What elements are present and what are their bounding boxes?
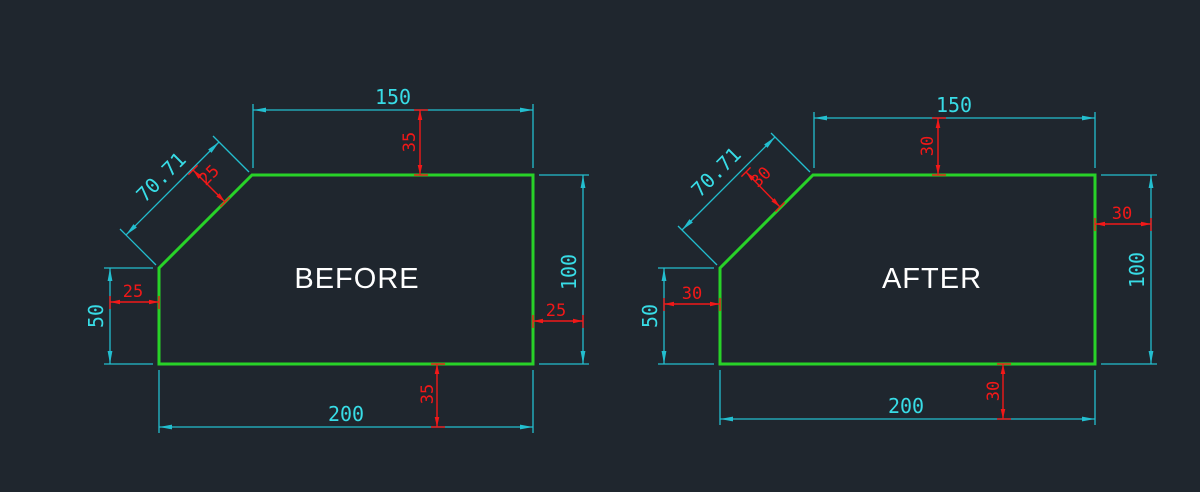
after-dim-right-height[interactable]: 100 bbox=[1101, 174, 1157, 365]
offset-tick[interactable] bbox=[774, 201, 786, 213]
before-label[interactable]: BEFORE bbox=[294, 263, 419, 295]
dimension-extension-line[interactable] bbox=[770, 132, 811, 173]
after-offset-bottom-value[interactable]: 30 bbox=[984, 381, 1004, 401]
offset-dimension-line[interactable] bbox=[192, 169, 226, 203]
before-dim-left-height[interactable]: 50 bbox=[84, 267, 153, 365]
after-offset-top[interactable]: 30 bbox=[918, 117, 946, 176]
before-offset-left-value[interactable]: 25 bbox=[123, 282, 143, 302]
dimension-line[interactable] bbox=[681, 136, 776, 231]
after-dim-top-width[interactable]: 150 bbox=[813, 93, 1096, 168]
before-offset-top[interactable]: 35 bbox=[400, 109, 428, 176]
before-dim-bottom-width[interactable]: 200 bbox=[158, 370, 534, 433]
after-offset-left-value[interactable]: 30 bbox=[682, 284, 702, 304]
before-offset-top-value[interactable]: 35 bbox=[400, 132, 420, 152]
after-top-width-value[interactable]: 150 bbox=[936, 93, 972, 117]
after-left-height-value[interactable]: 50 bbox=[638, 304, 662, 328]
offset-tick[interactable] bbox=[219, 196, 231, 208]
before-offset-right-value[interactable]: 25 bbox=[546, 301, 566, 321]
after-dim-bottom-width[interactable]: 200 bbox=[719, 370, 1096, 425]
after-offset-right[interactable]: 30 bbox=[1094, 204, 1152, 231]
after-drawing[interactable]: AFTER 150 70.71 50 100 bbox=[638, 93, 1157, 425]
offset-dimension-line[interactable] bbox=[745, 171, 781, 208]
before-dim-top-width[interactable]: 150 bbox=[252, 85, 534, 168]
before-offset-bottom[interactable]: 35 bbox=[418, 363, 445, 428]
offset-tick[interactable] bbox=[740, 166, 752, 178]
after-bottom-width-value[interactable]: 200 bbox=[888, 394, 924, 418]
after-label[interactable]: AFTER bbox=[882, 263, 982, 295]
dimension-extension-line[interactable] bbox=[677, 225, 718, 266]
dimension-line[interactable] bbox=[125, 141, 220, 236]
before-offset-left[interactable]: 25 bbox=[109, 282, 160, 309]
after-offset-bottom[interactable]: 30 bbox=[984, 363, 1011, 420]
offset-tick[interactable] bbox=[187, 164, 199, 176]
after-dim-left-height[interactable]: 50 bbox=[638, 267, 714, 365]
after-offset-right-value[interactable]: 30 bbox=[1112, 204, 1132, 224]
before-offset-right[interactable]: 25 bbox=[532, 301, 584, 328]
before-left-height-value[interactable]: 50 bbox=[84, 304, 108, 328]
after-offset-top-value[interactable]: 30 bbox=[918, 136, 938, 156]
after-shape-outline[interactable] bbox=[718, 173, 1097, 366]
after-right-height-value[interactable]: 100 bbox=[1125, 252, 1149, 288]
before-shape-outline[interactable] bbox=[157, 173, 535, 366]
before-dim-right-height[interactable]: 100 bbox=[539, 174, 589, 365]
before-bottom-width-value[interactable]: 200 bbox=[328, 402, 364, 426]
after-offset-left[interactable]: 30 bbox=[663, 284, 721, 311]
before-right-height-value[interactable]: 100 bbox=[557, 254, 581, 290]
before-offset-bottom-value[interactable]: 35 bbox=[418, 384, 438, 404]
before-top-width-value[interactable]: 150 bbox=[375, 85, 411, 109]
